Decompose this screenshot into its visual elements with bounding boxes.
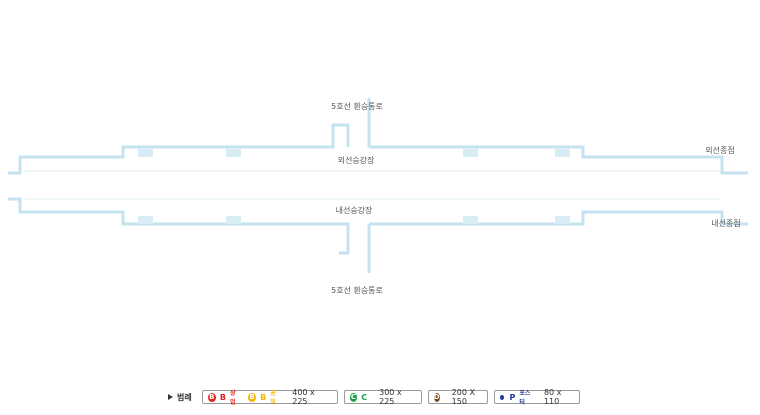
ad-marker [138,216,153,224]
c-icon: C [349,392,358,402]
b-commercial-icon: B [207,392,216,402]
inner-platform-label: 내선승강장 [335,206,373,215]
legend-item-b: B B 상업 B B 공익 400 x 225 [201,388,338,406]
ad-marker [463,216,478,224]
b-public-icon: B [247,392,257,402]
play-icon [168,394,173,400]
ad-marker [555,149,570,157]
legend-item-p: P 포스터 80 x 110 [493,388,580,406]
lower-wall-right [369,210,748,226]
transfer-label-top: 5호선 환승통로 [331,102,383,111]
legend-size: 80 x 110 [543,388,562,406]
ad-marker [138,149,153,157]
d-icon: D [433,392,440,402]
legend-size: 200 X 150 [451,388,475,406]
outer-terminal-label: 외선종점 [705,146,735,155]
legend-size: 300 x 225 [379,388,402,406]
outer-platform-label: 외선승강장 [337,156,375,165]
upper-wall-right [369,145,748,175]
ad-marker [226,216,241,224]
legend-item-d: D 200 X 150 [427,388,488,406]
legend-title: 범례 [168,392,192,403]
ad-marker [226,149,241,157]
station-map [8,98,748,273]
legend-item-c: C C 300 x 225 [343,388,422,406]
poster-dot-icon [499,394,504,400]
lower-wall-left [8,197,350,255]
upper-wall-left [8,123,350,175]
ad-marker [463,149,478,157]
legend-size: 400 x 225 [292,388,315,406]
transfer-label-bottom: 5호선 환승통로 [331,286,383,295]
legend: 범례 B B 상업 B B 공익 400 x 225 C C 300 x 225… [168,388,580,406]
inner-terminal-label: 내선종점 [711,219,741,228]
ad-marker [555,216,570,224]
